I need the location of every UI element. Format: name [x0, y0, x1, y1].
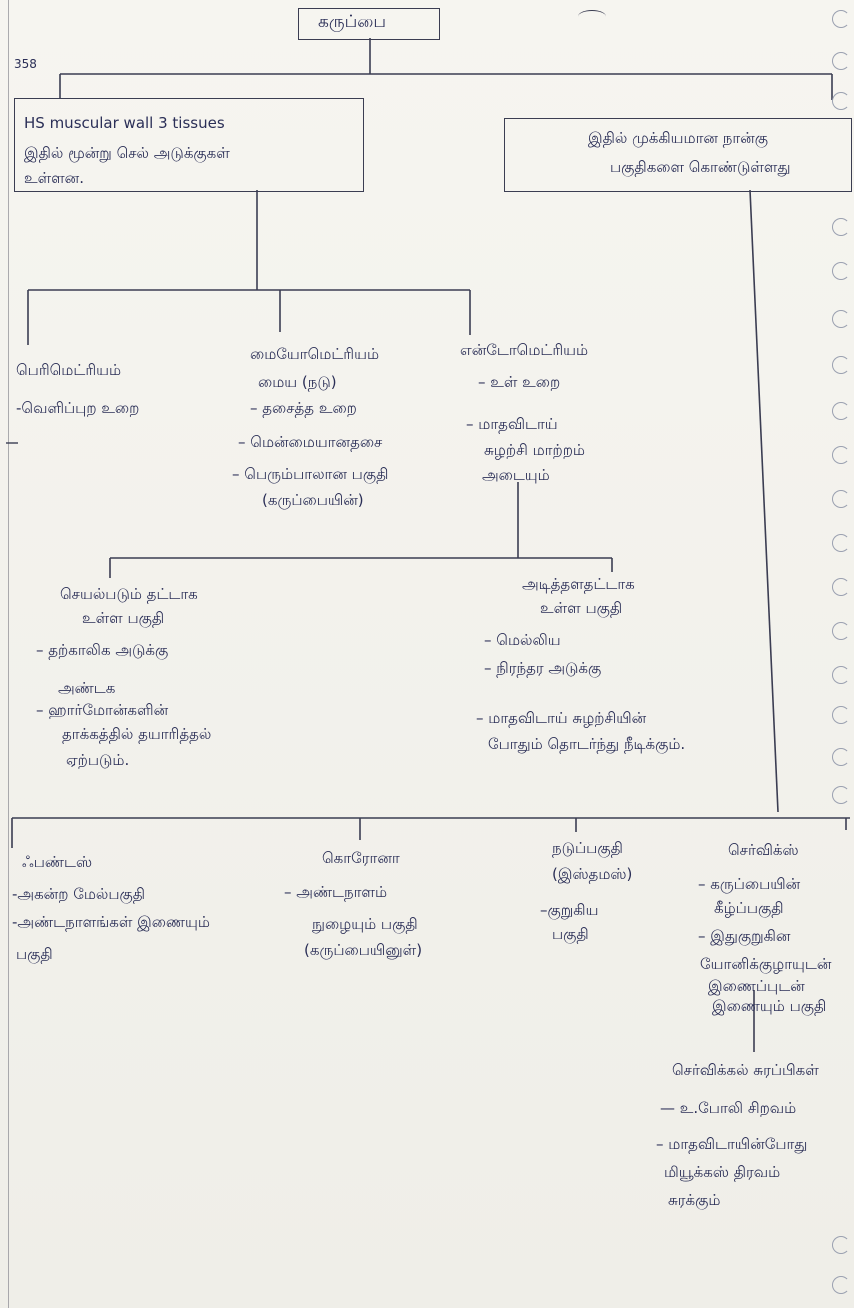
myometrium-item-3: – பெரும்பாலான பகுதி	[232, 465, 389, 483]
binding-ring-icon	[832, 490, 850, 508]
endometrium-item-3: சுழற்சி மாற்றம்	[484, 441, 585, 459]
cervix-item-3: – இதுகுறுகின	[698, 927, 791, 945]
myometrium-title: மையோமெட்ரியம்	[250, 345, 380, 363]
cervix-item-4: யோனிக்குழாயுடன்	[700, 955, 832, 973]
functional-item-3: – ஹார்மோன்களின்	[36, 701, 169, 719]
fundus-item-2: -அண்டநாளங்கள் இணையும்	[12, 913, 210, 931]
binding-ring-icon	[832, 262, 850, 280]
basal-item-1: – மெல்லிய	[484, 631, 561, 649]
endometrium-item-1: – உள் உறை	[478, 373, 561, 391]
binding-ring-icon	[832, 666, 850, 684]
perimetrium-title: பெரிமெட்ரியம்	[16, 361, 122, 379]
myometrium-item-4: (கருப்பையின்)	[262, 491, 364, 509]
cervix-item-2: கீழ்ப்பகுதி	[714, 899, 784, 917]
myometrium-item-2: – மென்மையானதசை	[238, 433, 383, 451]
binding-ring-icon	[832, 218, 850, 236]
binding-ring-icon	[832, 748, 850, 766]
connector-right-box-down	[749, 189, 779, 813]
functional-title-1: செயல்படும் தட்டாக	[60, 585, 198, 603]
binding-ring-icon	[832, 706, 850, 724]
cervical-glands-title: செர்விக்கல் சுரப்பிகள்	[672, 1061, 819, 1079]
right-box-line2: பகுதிகளை கொண்டுள்ளது	[610, 158, 791, 176]
endometrium-item-4: அடையும்	[482, 466, 550, 484]
binding-ring-icon	[832, 622, 850, 640]
binding-ring-icon	[832, 1276, 850, 1294]
binding-ring-icon	[832, 534, 850, 552]
uterus-parts-box	[504, 118, 852, 192]
binding-ring-icon	[832, 52, 850, 70]
cervical-glands-item-1: — உ.போலி சிறவம்	[660, 1099, 797, 1117]
right-box-line1: இதில் முக்கியமான நான்கு	[588, 129, 768, 147]
functional-title-2: உள்ள பகுதி	[82, 609, 165, 627]
functional-item-2: அண்டக	[58, 679, 116, 697]
root-title: கருப்பை	[318, 12, 387, 32]
basal-item-3: – மாதவிடாய் சுழற்சியின்	[476, 709, 647, 727]
cervical-glands-item-4: சுரக்கும்	[668, 1191, 721, 1209]
corona-item-1: – அண்டநாளம்	[284, 883, 388, 901]
isthmus-item-1: –குறுகிய	[540, 901, 599, 919]
cervix-title: செர்விக்ஸ்	[728, 841, 799, 859]
binding-ring-icon	[832, 1236, 850, 1254]
binding-ring-icon	[832, 356, 850, 374]
myometrium-subtitle: மைய (நடு)	[258, 373, 337, 391]
corona-item-3: (கருப்பையினுள்)	[304, 941, 423, 959]
perimetrium-item-1: -வெளிப்புற உறை	[16, 399, 140, 417]
cervix-item-1: – கருப்பையின்	[698, 875, 801, 893]
left-box-line1: HS muscular wall 3 tissues	[24, 114, 225, 132]
basal-item-2: – நிரந்தர அடுக்கு	[484, 659, 602, 677]
isthmus-title-1: நடுப்பகுதி	[552, 839, 623, 857]
endometrium-item-2: – மாதவிடாய்	[466, 415, 558, 433]
corona-title: கொரோனா	[322, 849, 400, 867]
functional-item-1: – தற்காலிக அடுக்கு	[36, 641, 169, 659]
basal-item-4: போதும் தொடர்ந்து நீடிக்கும்.	[488, 735, 686, 753]
corona-item-2: நுழையும் பகுதி	[312, 915, 418, 933]
decorative-scribble-icon	[578, 10, 606, 23]
root-node-box	[298, 8, 440, 40]
binding-ring-icon	[832, 578, 850, 596]
perimetrium-dash	[6, 442, 18, 444]
binding-ring-icon	[832, 446, 850, 464]
functional-item-4: தாக்கத்தில் தயாரித்தல்	[62, 725, 212, 743]
fundus-item-3: பகுதி	[16, 945, 53, 963]
fundus-item-1: -அகன்ற மேல்பகுதி	[12, 885, 146, 903]
binding-ring-icon	[832, 310, 850, 328]
tissue-layers-box	[14, 98, 364, 192]
binding-ring-icon	[832, 10, 850, 28]
endometrium-title: என்டோமெட்ரியம்	[460, 341, 589, 359]
cervical-glands-item-2: – மாதவிடாயின்போது	[656, 1135, 808, 1153]
page-note: 358	[14, 57, 37, 71]
basal-title-1: அடித்தளதட்டாக	[522, 575, 635, 593]
myometrium-item-1: – தசைத்த உறை	[250, 399, 357, 417]
isthmus-item-2: பகுதி	[552, 925, 589, 943]
left-box-line3: உள்ளன.	[24, 169, 84, 187]
binding-ring-icon	[832, 92, 850, 110]
cervix-item-5: இணைப்புடன்	[708, 977, 805, 995]
left-box-line2: இதில் மூன்று செல் அடுக்குகள்	[24, 144, 230, 162]
cervical-glands-item-3: மியூக்கஸ் திரவம்	[664, 1163, 781, 1181]
basal-title-2: உள்ள பகுதி	[540, 599, 623, 617]
functional-item-5: ஏற்படும்.	[66, 751, 130, 769]
margin-line	[8, 0, 9, 1308]
binding-ring-icon	[832, 786, 850, 804]
isthmus-title-2: (இஸ்தமஸ்)	[552, 865, 633, 883]
binding-ring-icon	[832, 402, 850, 420]
cervix-item-6: இணையும் பகுதி	[712, 997, 827, 1015]
fundus-title: ஃபண்டஸ்	[22, 853, 93, 871]
